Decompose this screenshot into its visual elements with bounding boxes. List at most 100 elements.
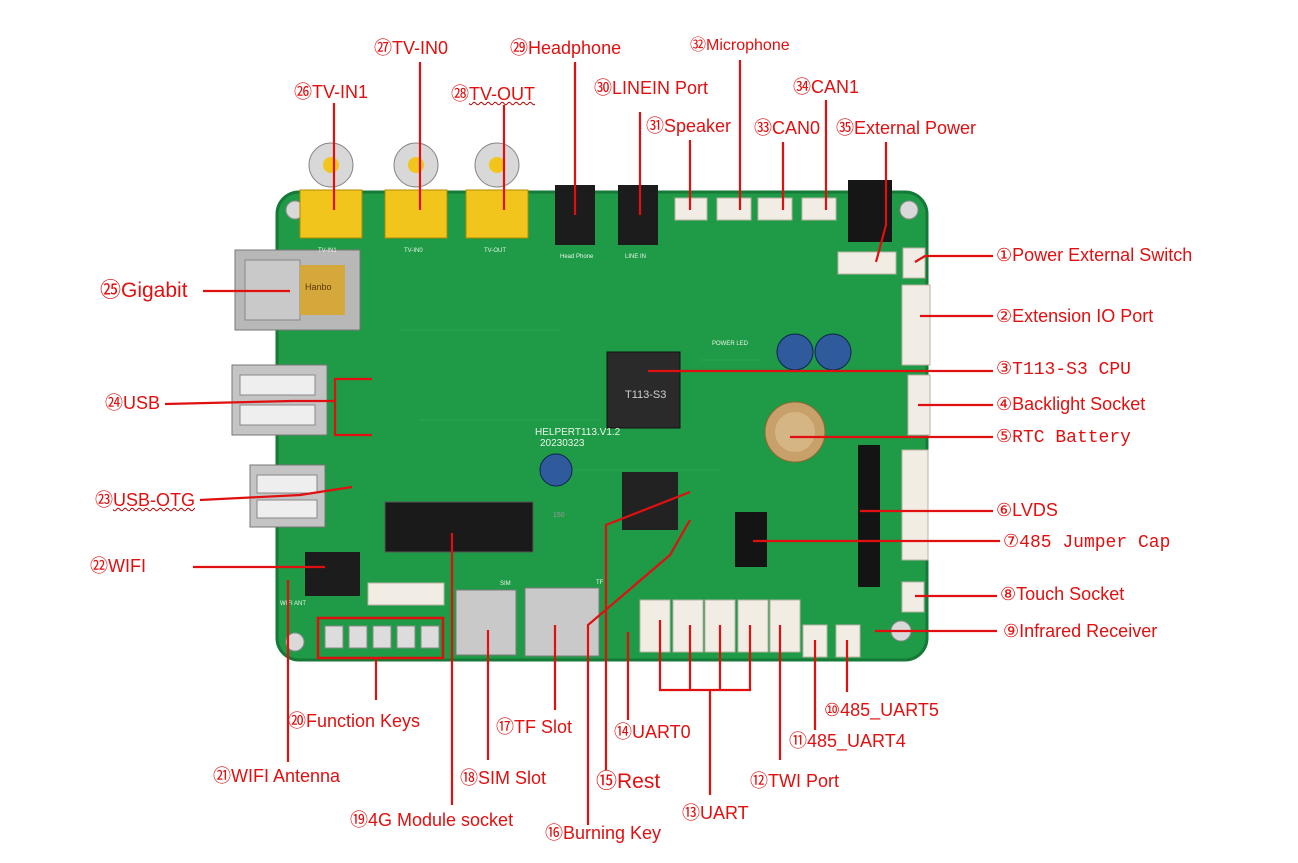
label-text: Gigabit (121, 279, 188, 302)
label-number: ㉖ (294, 82, 312, 102)
label-number: ㉒ (90, 556, 108, 576)
wifi-module (305, 552, 360, 596)
label-wifi: ㉒WIFI (90, 556, 146, 576)
label-text: Speaker (664, 116, 732, 136)
label-usb-otg: ㉓USB-OTG (95, 490, 195, 510)
label-number: ⑪ (789, 731, 807, 751)
power-led-silk: POWER LED (712, 341, 749, 347)
label-can0: ㉝CAN0 (754, 118, 820, 138)
label-number: ㉑ (213, 766, 231, 786)
label-twi-port: ⑫TWI Port (750, 771, 839, 791)
label-uart: ⑬UART (682, 803, 749, 823)
ic-mark-silk: 150 (553, 512, 565, 519)
label-text: 4G Module socket (368, 810, 514, 830)
label-tv-out: ㉘TV-OUT (451, 84, 535, 104)
label-number: ③ (996, 360, 1013, 380)
label-text: Power External Switch (1012, 245, 1193, 265)
label-text: Burning Key (563, 823, 662, 843)
label-text: WIFI Antenna (231, 766, 341, 786)
label-infrared-receiver: ⑨Infrared Receiver (1003, 621, 1157, 641)
label-number: ㉛ (646, 116, 664, 136)
label-number: ① (996, 245, 1013, 265)
label-number: ㉘ (451, 84, 469, 104)
label-number: ⑨ (1003, 621, 1020, 641)
label-microphone: ㉜Microphone (690, 36, 790, 56)
label-text: RTC Battery (1012, 428, 1131, 448)
label-gigabit: ㉕Gigabit (100, 279, 188, 302)
label-number: ㉙ (510, 38, 528, 58)
label-text: USB-OTG (113, 490, 196, 510)
sim-slot (455, 589, 517, 656)
label-text: Backlight Socket (1012, 394, 1146, 414)
label-headphone: ㉙Headphone (510, 38, 621, 58)
label-tf-slot: ⑰TF Slot (496, 717, 572, 737)
cpu-chip: T113-S3 (606, 351, 681, 429)
label-rest: ⑮Rest (596, 770, 661, 793)
jumper-block (735, 512, 767, 567)
label-wifi-antenna: ㉑WIFI Antenna (213, 766, 340, 786)
lvds-header (858, 445, 880, 587)
label-text: UART0 (632, 722, 691, 742)
module-socket (384, 501, 534, 553)
label-number: ⑦ (1003, 533, 1020, 553)
wifi-ant-silk: WIFI ANT (280, 601, 306, 607)
label-text: LINEIN Port (612, 78, 709, 98)
board-date-silk: 20230323 (540, 438, 585, 449)
label-number: ㉚ (594, 78, 612, 98)
label-485-uart5: ⑩485_UART5 (824, 700, 939, 720)
label-number: ㉞ (793, 77, 811, 97)
label-external-power: ㉟External Power (836, 118, 976, 138)
headphone-silk: Head Phone (560, 254, 594, 260)
label-text: Extension IO Port (1012, 306, 1154, 326)
label-text: Infrared Receiver (1019, 621, 1158, 641)
label-number: ㉝ (754, 118, 772, 138)
tf-slot (524, 587, 600, 657)
label-number: ⑯ (545, 823, 563, 843)
label-number: ⑲ (350, 810, 368, 830)
label-text: Headphone (528, 38, 622, 58)
rca-in0-silk: TV-IN0 (404, 248, 423, 254)
label-485-jumper-cap: ⑦485 Jumper Cap (1003, 533, 1170, 553)
label-tv-in0: ㉗TV-IN0 (374, 38, 448, 58)
label-speaker: ㉛Speaker (646, 116, 731, 136)
label-number: ⑫ (750, 771, 768, 791)
label-extension-io-port: ②Extension IO Port (996, 306, 1153, 326)
label-text: CAN0 (772, 118, 821, 138)
sim-silk: SIM (500, 581, 511, 587)
capacitors (539, 333, 852, 487)
top-connectors (674, 197, 837, 221)
label-linein-port: ㉚LINEIN Port (594, 78, 708, 98)
rca-out-silk: TV-OUT (484, 248, 506, 254)
label-number: ⑰ (496, 717, 514, 737)
label-backlight-socket: ④Backlight Socket (996, 394, 1145, 414)
label-number: ㉕ (100, 279, 121, 302)
rca-jacks: TV-IN1 TV-IN0 TV-OUT (299, 142, 529, 254)
label-text: Touch Socket (1016, 584, 1125, 604)
label-lvds: ⑥LVDS (996, 500, 1058, 520)
label-text: 485_UART5 (840, 700, 939, 720)
rtc-battery (764, 401, 826, 463)
label-text: TF Slot (514, 717, 573, 737)
label-text: TV-IN1 (312, 82, 369, 102)
label-number: ㉟ (836, 118, 854, 138)
label-sim-slot: ⑱SIM Slot (460, 768, 546, 788)
label-text: 485 Jumper Cap (1019, 533, 1171, 553)
label-485-uart4: ⑪485_UART4 (789, 731, 906, 751)
label-text: Function Keys (306, 711, 421, 731)
label-text: Rest (617, 770, 661, 793)
label-text: TV-OUT (469, 84, 535, 104)
label-number: ㉓ (95, 490, 113, 510)
cpu-silk: T113-S3 (625, 389, 666, 401)
label-touch-socket: ⑧Touch Socket (1000, 584, 1124, 604)
label-4g-module-socket: ⑲4G Module socket (350, 810, 513, 830)
label-number: ⑳ (288, 711, 306, 731)
label-text: TV-IN0 (392, 38, 449, 58)
label-text: External Power (854, 118, 977, 138)
label-number: ㉜ (690, 37, 707, 54)
label-number: ④ (996, 394, 1013, 414)
board-model-silk: HELPERT113.V1.2 (535, 427, 621, 438)
label-number: ㉔ (105, 393, 123, 413)
label-number: ⑧ (1000, 584, 1017, 604)
label-power-external-switch: ①Power External Switch (996, 245, 1192, 265)
